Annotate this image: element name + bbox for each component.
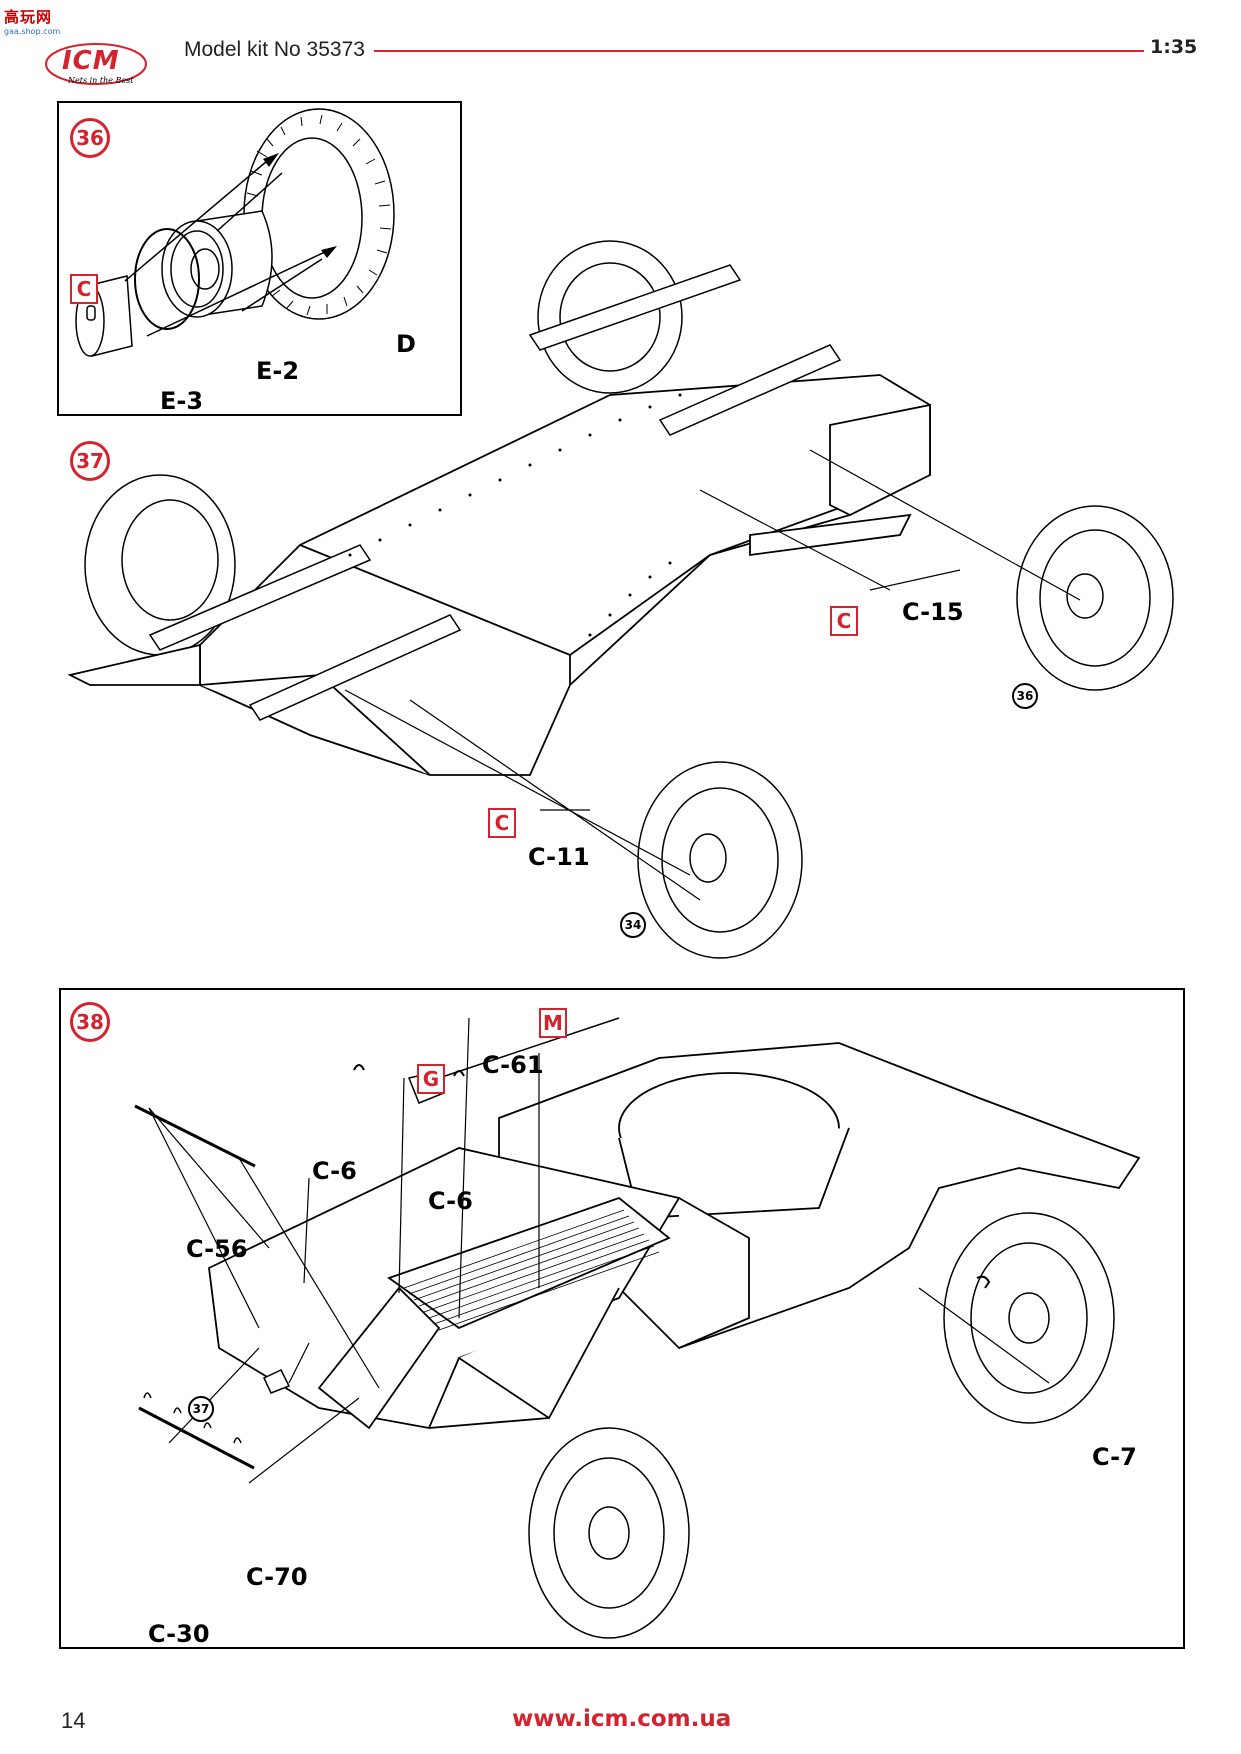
part-label-c61: C-61 (482, 1051, 544, 1079)
vehicle-wheel-right-drawing (943, 1212, 1115, 1424)
chassis-wheel-front-drawing (84, 474, 236, 656)
latch-c7-drawing (976, 1275, 991, 1289)
step36-color-c: C (70, 274, 98, 304)
tire-d-drawing (243, 108, 395, 320)
step37-wheel-right-drawing (1016, 505, 1174, 691)
scale-label: 1:35 (1150, 36, 1198, 58)
kit-title: Model kit No 35373 (184, 38, 365, 61)
part-label-c7: C-7 (1092, 1443, 1137, 1471)
ref-badge-34: 34 (620, 912, 646, 938)
icm-logo: ICM Nets in the Best (44, 38, 154, 90)
step38-color-m: M (539, 1008, 567, 1038)
part-label-d: D (396, 330, 416, 358)
step38-color-g: G (417, 1064, 445, 1094)
website-link[interactable]: www.icm.com.ua (512, 1706, 732, 1732)
step37-badge: 37 (70, 441, 110, 481)
vehicle-wheel-front-drawing (528, 1427, 690, 1639)
step38-badge: 38 (70, 1002, 110, 1042)
step38-vehicle-drawing (134, 1017, 1141, 1639)
logo-tagline: Nets in the Best (68, 76, 134, 85)
step37-chassis-drawing (67, 240, 931, 776)
part-label-c6-right: C-6 (428, 1187, 473, 1215)
hatch-c70-drawing (263, 1369, 291, 1394)
step37-wheel-left-drawing (637, 761, 803, 959)
rail-c30-drawing (138, 1406, 255, 1470)
step36-wheel-assembly-drawing (75, 108, 395, 357)
part-label-c6-left: C-6 (312, 1157, 357, 1185)
ref-badge-36: 36 (1012, 683, 1038, 709)
part-label-c11: C-11 (528, 843, 590, 871)
part-label-c70: C-70 (246, 1563, 308, 1591)
watermark-text: 高玩网 (4, 8, 53, 26)
logo-swoosh-icon (45, 43, 147, 85)
bar-c56-drawing (134, 1104, 256, 1168)
part-label-c30: C-30 (148, 1620, 210, 1648)
header-rule (374, 50, 1144, 52)
part-label-c56: C-56 (186, 1235, 248, 1263)
ref-badge-37: 37 (188, 1396, 214, 1422)
step37-assembly-lines (344, 449, 1081, 901)
step37-color-c-right: C (830, 606, 858, 636)
ring-drawing (134, 228, 200, 330)
watermark-url: gaa.shop.com (4, 27, 61, 36)
part-label-e2: E-2 (256, 357, 300, 385)
part-label-c15: C-15 (902, 598, 964, 626)
vehicle-hull-drawing (208, 1042, 1141, 1430)
part-label-e3: E-3 (160, 387, 204, 415)
step37-color-c-left: C (488, 808, 516, 838)
watermark: 高玩网 gaa.shop.com (4, 6, 74, 36)
logo-text: ICM (62, 46, 120, 76)
step36-badge: 36 (70, 118, 110, 158)
chassis-hull-drawing (67, 374, 931, 776)
page-number: 14 (61, 1708, 86, 1733)
